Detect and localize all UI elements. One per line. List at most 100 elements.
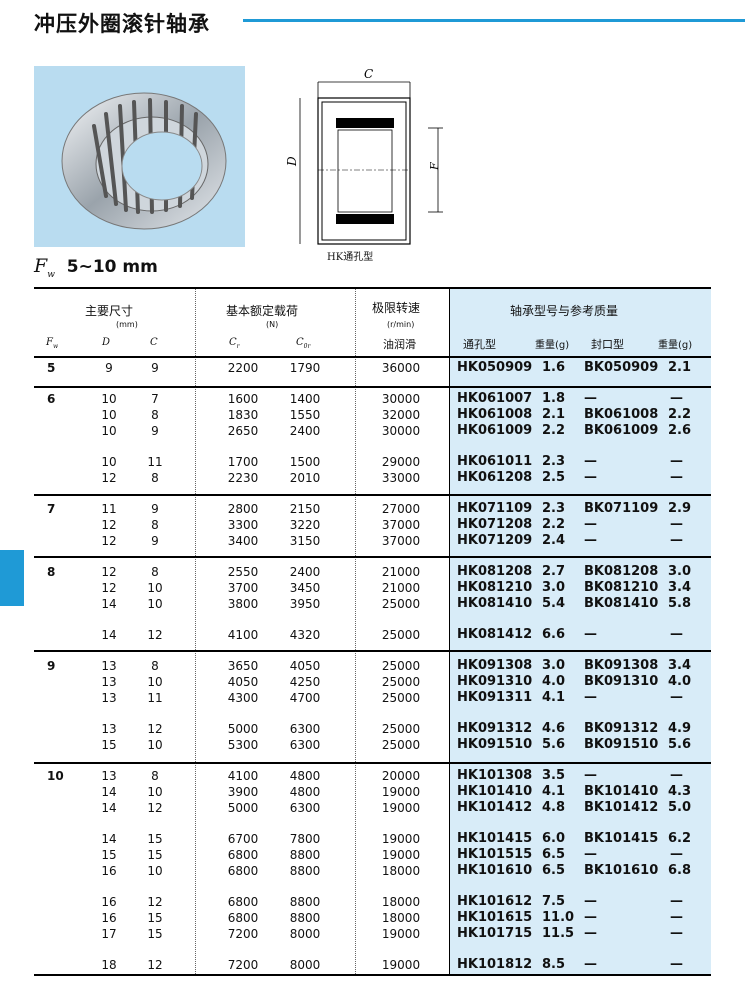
cell-bk-weight: 6.2: [668, 831, 692, 846]
cell-d: 16: [101, 864, 117, 878]
cell-hk-weight: 8.5: [542, 957, 566, 972]
cell-speed: 19000: [381, 832, 421, 846]
cell-hk-model: HK101410: [457, 784, 533, 799]
cell-hk-model: HK101812: [457, 957, 533, 972]
cell-hk-weight: 2.3: [542, 454, 566, 469]
cell-speed: 27000: [381, 502, 421, 516]
cell-cr: 1830: [227, 408, 259, 422]
cell-cr: 3400: [227, 534, 259, 548]
column-divider: [195, 289, 196, 974]
cell-hk-weight: 6.6: [542, 627, 566, 642]
cell-d: 16: [101, 911, 117, 925]
cell-cr: 1600: [227, 392, 259, 406]
label-fw: F: [428, 162, 441, 171]
cell-hk-weight: 11.0: [542, 910, 575, 925]
cell-speed: 18000: [381, 911, 421, 925]
cell-cr: 2550: [227, 565, 259, 579]
cell-bk-model: —: [584, 454, 597, 469]
cell-c: 8: [151, 471, 159, 485]
cell-cor: 3450: [289, 581, 321, 595]
cell-hk-model: HK101715: [457, 926, 533, 941]
cell-cor: 2400: [289, 424, 321, 438]
cell-cor: 1790: [289, 361, 321, 375]
header-load: 基本额定载荷: [226, 304, 299, 318]
cell-d: 13: [101, 691, 117, 705]
cell-c: 8: [151, 408, 159, 422]
cell-cor: 4800: [289, 769, 321, 783]
cell-c: 10: [147, 675, 163, 689]
cell-d: 14: [101, 597, 117, 611]
cell-cor: 4250: [289, 675, 321, 689]
cell-bk-model: BK091312: [584, 721, 659, 736]
cell-cr: 5000: [227, 722, 259, 736]
cell-hk-model: HK050909: [457, 360, 533, 375]
cell-speed: 37000: [381, 534, 421, 548]
title-rule: [243, 19, 745, 22]
cell-hk-weight: 5.6: [542, 737, 566, 752]
cell-bk-model: —: [584, 470, 597, 485]
cell-bk-weight: —: [670, 690, 683, 705]
cell-cor: 1400: [289, 392, 321, 406]
cell-hk-weight: 4.6: [542, 721, 566, 736]
cell-bk-weight: 6.8: [668, 863, 692, 878]
drawing-caption: HK通孔型: [327, 252, 374, 263]
cell-cor: 7800: [289, 832, 321, 846]
group-rule: [34, 386, 711, 388]
column-divider: [449, 289, 450, 974]
cell-speed: 18000: [381, 864, 421, 878]
cell-c: 12: [147, 628, 163, 642]
cell-cr: 5000: [227, 801, 259, 815]
cell-d: 14: [101, 785, 117, 799]
cell-bk-model: BK091510: [584, 737, 659, 752]
cell-speed: 37000: [381, 518, 421, 532]
cell-bk-model: —: [584, 957, 597, 972]
cell-c: 12: [147, 722, 163, 736]
cell-hk-model: HK101610: [457, 863, 533, 878]
cell-bk-model: BK061009: [584, 423, 659, 438]
cell-d: 10: [101, 392, 117, 406]
cell-hk-weight: 4.8: [542, 800, 566, 815]
cell-bk-model: —: [584, 627, 597, 642]
header-fw: Fw: [46, 337, 59, 350]
cell-speed: 25000: [381, 628, 421, 642]
cell-hk-model: HK061208: [457, 470, 533, 485]
cell-hk-model: HK061007: [457, 391, 533, 406]
cell-d: 14: [101, 628, 117, 642]
group-rule: [34, 762, 711, 764]
cell-hk-weight: 11.5: [542, 926, 575, 941]
cell-bk-model: —: [584, 690, 597, 705]
cell-hk-weight: 1.6: [542, 360, 566, 375]
cell-hk-model: HK061011: [457, 454, 533, 469]
cell-bk-weight: —: [670, 454, 683, 469]
cell-bk-model: BK081208: [584, 564, 659, 579]
cell-hk-model: HK091310: [457, 674, 533, 689]
cell-hk-model: HK091510: [457, 737, 533, 752]
cell-cor: 8000: [289, 927, 321, 941]
cell-bk-model: —: [584, 533, 597, 548]
cell-hk-model: HK101515: [457, 847, 533, 862]
cell-speed: 32000: [381, 408, 421, 422]
header-cor: C0r: [296, 337, 311, 350]
cell-cr: 3900: [227, 785, 259, 799]
cell-hk-weight: 3.5: [542, 768, 566, 783]
cell-cr: 2800: [227, 502, 259, 516]
cell-fw: 9: [47, 659, 56, 673]
cell-cor: 6300: [289, 722, 321, 736]
cell-bk-weight: 2.1: [668, 360, 692, 375]
cell-bk-model: BK081410: [584, 596, 659, 611]
cell-hk-model: HK071209: [457, 533, 533, 548]
cell-hk-model: HK071208: [457, 517, 533, 532]
cell-bk-model: —: [584, 894, 597, 909]
cell-hk-model: HK081412: [457, 627, 533, 642]
cell-cor: 4320: [289, 628, 321, 642]
cell-hk-model: HK091312: [457, 721, 533, 736]
cell-c: 12: [147, 958, 163, 972]
cell-bk-model: —: [584, 391, 597, 406]
cell-cr: 1700: [227, 455, 259, 469]
cell-hk-model: HK081410: [457, 596, 533, 611]
cell-bk-model: BK081210: [584, 580, 659, 595]
cell-bk-weight: 5.6: [668, 737, 692, 752]
cell-bk-weight: —: [670, 894, 683, 909]
cell-cor: 8800: [289, 864, 321, 878]
cell-hk-model: HK081210: [457, 580, 533, 595]
